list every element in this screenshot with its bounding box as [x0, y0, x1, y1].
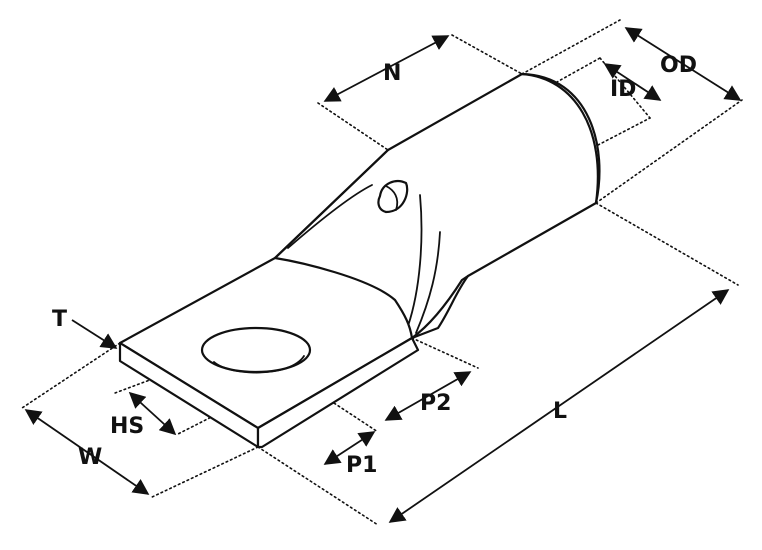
lug-body	[118, 72, 601, 449]
label-L: L	[553, 399, 567, 424]
dimension-labels: N OD ID T HS W P1 P2 L	[52, 53, 697, 478]
label-P2: P2	[420, 391, 451, 416]
W-arrow	[24, 409, 150, 495]
N-arrow	[323, 35, 450, 102]
P1-arrow	[323, 431, 376, 465]
label-ID: ID	[610, 77, 636, 102]
label-HS: HS	[110, 414, 144, 439]
inspection-hole	[377, 179, 409, 214]
OD-arrow	[624, 27, 742, 101]
T-arrow	[71, 319, 118, 349]
dimension-arrows	[24, 27, 742, 523]
ID-arrow	[603, 63, 662, 101]
label-W: W	[78, 445, 102, 470]
HS-arrow	[128, 391, 177, 436]
label-P1: P1	[346, 453, 377, 478]
label-OD: OD	[660, 53, 697, 78]
label-N: N	[383, 61, 401, 86]
label-T: T	[52, 307, 67, 332]
barrel-end	[520, 72, 599, 205]
L-arrow	[388, 289, 730, 523]
tongue-side	[256, 336, 420, 449]
